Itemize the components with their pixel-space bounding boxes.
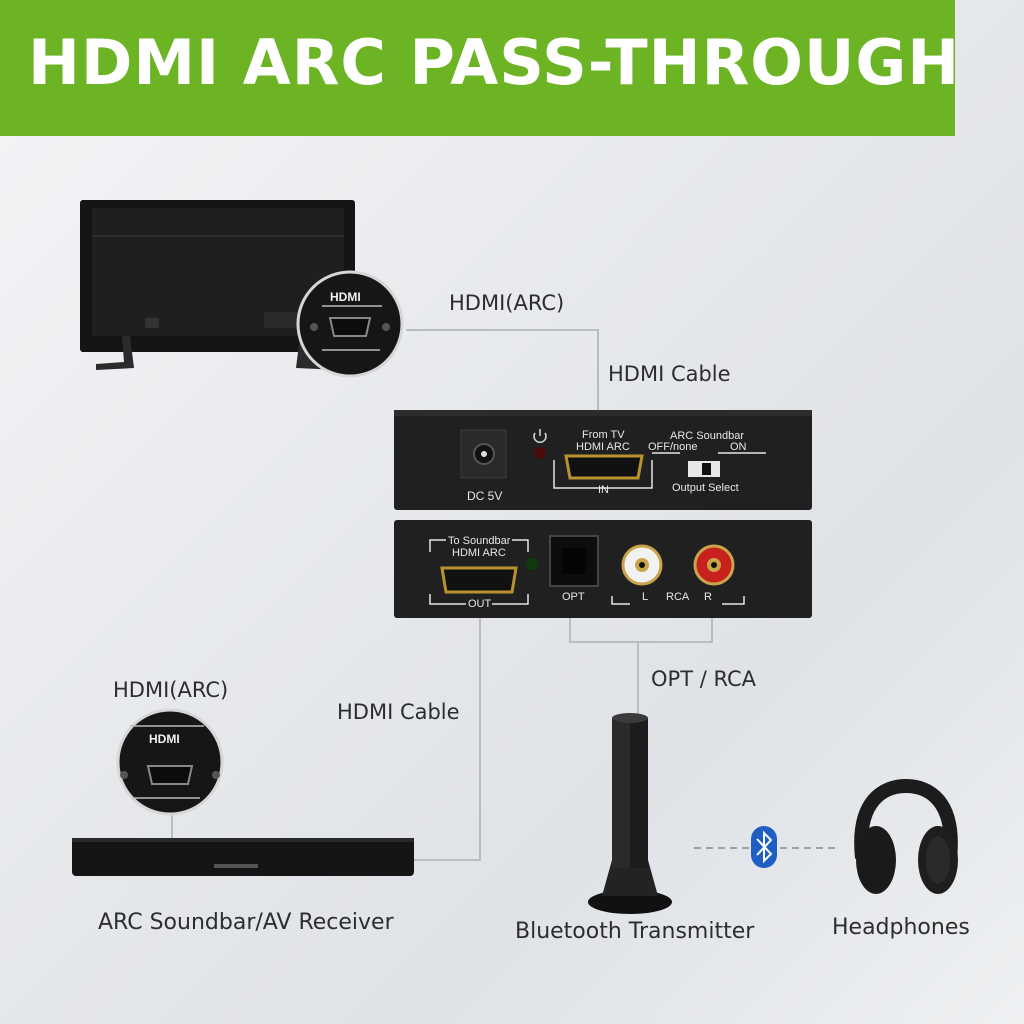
transmitter-caption: Bluetooth Transmitter — [515, 919, 755, 944]
splitter-front-panel — [394, 410, 812, 510]
in-port-label: IN — [598, 484, 609, 496]
soundbar-image — [72, 838, 414, 876]
opt-port-label: OPT — [562, 591, 585, 603]
soundbar-caption: ARC Soundbar/AV Receiver — [98, 910, 394, 935]
splitter-to-soundbar-line — [414, 614, 481, 861]
tv-zoom-hdmi-text: HDMI — [330, 290, 361, 304]
rca-label: RCA — [666, 591, 690, 603]
tv-hdmi-zoom — [296, 270, 404, 378]
from-tv-label: From TV — [582, 429, 625, 441]
transmitter-image — [588, 713, 672, 914]
opt-rca-bracket — [569, 612, 713, 643]
arc-soundbar-label: ARC Soundbar — [670, 430, 744, 442]
title-banner: HDMI ARC PASS-THROUGH — [0, 0, 959, 136]
to-soundbar-hdmi-arc-label: HDMI ARC — [452, 547, 506, 559]
tv-hdmi-cable-label: HDMI Cable — [608, 362, 731, 386]
tv-to-splitter-line — [406, 329, 599, 410]
rca-l-label: L — [642, 591, 649, 603]
bluetooth-icon — [751, 826, 777, 868]
out-port-label: OUT — [468, 598, 492, 610]
to-soundbar-label: To Soundbar — [448, 535, 511, 547]
soundbar-hdmi-zoom — [116, 708, 224, 816]
headphones-image — [854, 778, 958, 894]
tv-hdmi-arc-label: HDMI(ARC) — [449, 291, 565, 315]
on-label: ON — [730, 441, 747, 453]
rca-r-label: R — [704, 591, 712, 603]
opt-rca-label: OPT / RCA — [651, 667, 757, 691]
from-tv-hdmi-arc-label: HDMI ARC — [576, 441, 630, 453]
splitter-back-panel — [394, 520, 812, 618]
soundbar-hdmi-cable-label: HDMI Cable — [337, 700, 460, 724]
off-none-label: OFF/none — [648, 441, 698, 453]
page-title: HDMI ARC PASS-THROUGH — [28, 26, 961, 99]
soundbar-hdmi-arc-label: HDMI(ARC) — [113, 678, 229, 702]
output-select-label: Output Select — [672, 482, 739, 494]
dc-5v-label: DC 5V — [467, 489, 503, 503]
headphones-caption: Headphones — [832, 915, 970, 940]
soundbar-zoom-hdmi-text: HDMI — [149, 732, 180, 746]
